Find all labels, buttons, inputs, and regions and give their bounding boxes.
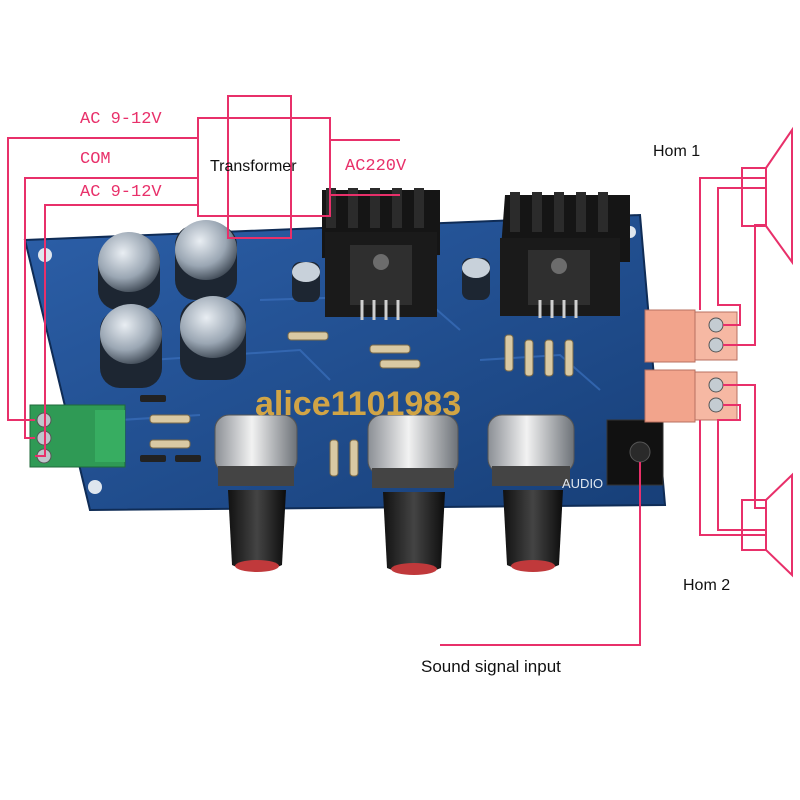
board-audio-label: AUDIO [562,476,603,491]
potentiometer-3[interactable] [487,414,575,572]
resistors [149,331,574,477]
horn-2-speaker-icon [741,472,793,578]
heatsink-left [322,188,440,320]
speaker-terminal-2[interactable] [644,369,738,423]
small-capacitor [292,262,320,302]
knob-icon[interactable] [228,490,286,572]
ac-9-12v-bottom-label: AC 9-12V [80,183,162,202]
ac220v-label: AC220V [345,157,407,176]
knob-icon[interactable] [383,492,445,574]
watermark-text: alice1101983 [255,385,461,423]
small-capacitor [462,258,490,300]
potentiometer-2[interactable] [367,414,459,575]
ac-9-12v-top-label: AC 9-12V [80,110,162,129]
horn-1-speaker-icon [741,126,793,266]
filter-capacitors [98,220,490,388]
com-label: COM [80,150,111,169]
transformer-label: Transformer [210,158,297,175]
wires [7,137,765,646]
diodes [140,395,201,462]
horn-2-label: Hom 2 [683,577,731,594]
capacitor [100,304,162,388]
potentiometer-1[interactable] [214,414,298,572]
transformer-symbol [197,95,331,239]
audio-input-jack[interactable] [606,419,664,486]
capacitor [180,296,246,380]
knob-icon[interactable] [503,490,563,571]
mount-hole-bottom-left [88,480,102,494]
capacitor [98,232,160,310]
speaker-terminal-1[interactable] [644,309,738,363]
horn-1-label: Hom 1 [653,143,701,160]
sound-signal-input-label: Sound signal input [421,657,561,676]
heatsink-right [500,192,630,318]
capacitor [175,220,237,300]
